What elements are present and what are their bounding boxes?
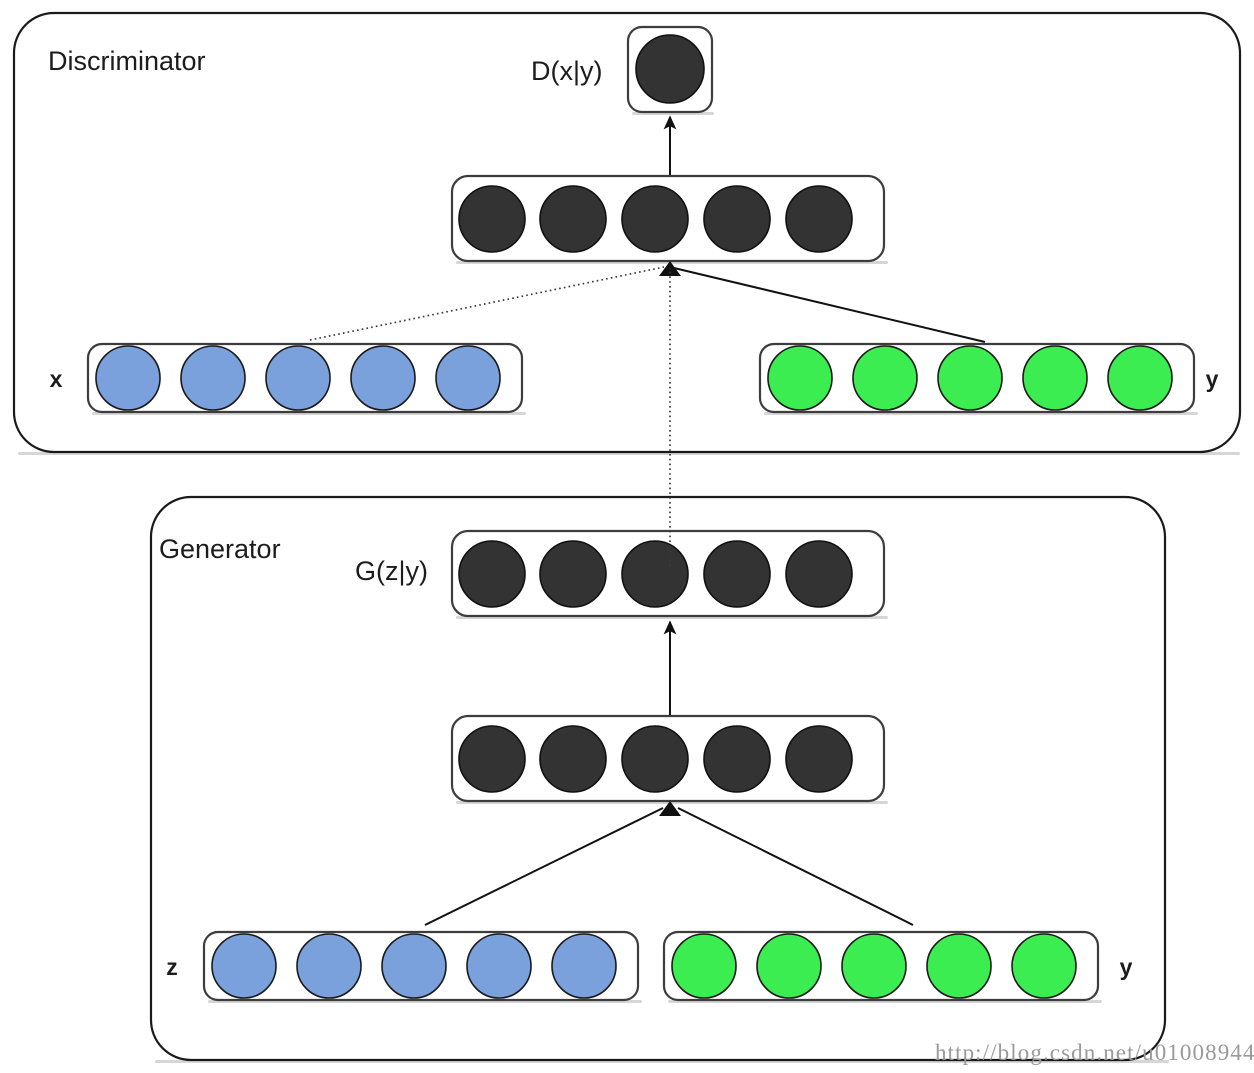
d-hidden-node	[785, 185, 853, 253]
g-output-node	[621, 540, 689, 608]
d-hidden-node	[539, 185, 607, 253]
discriminator-output-label: D(x|y)	[531, 56, 603, 86]
g-hidden-node	[539, 725, 607, 793]
g-input-y-node	[756, 933, 822, 999]
edge-z-to-g-hidden	[424, 807, 664, 926]
d-input-y-node	[852, 345, 918, 411]
g-input-y-label: y	[1120, 954, 1133, 980]
d-input-y-label: y	[1206, 366, 1219, 392]
edge-gy-to-g-hidden	[677, 807, 914, 926]
g-input-z-node	[211, 933, 277, 999]
discriminator-title: Discriminator	[48, 46, 206, 76]
g-output-node	[703, 540, 771, 608]
g-input-z-label: z	[166, 954, 178, 980]
generator-title: Generator	[159, 534, 281, 564]
d-output-node	[635, 34, 705, 104]
d-hidden-nodes	[458, 185, 853, 253]
d-input-x-node	[180, 345, 246, 411]
g-input-z-node	[551, 933, 617, 999]
d-input-x-node	[95, 345, 161, 411]
g-input-z-node	[381, 933, 447, 999]
d-input-y-node	[1107, 345, 1173, 411]
generator-output-label: G(z|y)	[355, 556, 428, 586]
g-input-z-node	[466, 933, 532, 999]
g-input-y-node	[1011, 933, 1077, 999]
generator-group: Generator G(z|y)	[149, 495, 1169, 1063]
d-hidden-node	[458, 185, 526, 253]
g-hidden-node	[458, 725, 526, 793]
d-input-y-node	[937, 345, 1003, 411]
g-output-node	[458, 540, 526, 608]
d-input-y-nodes	[767, 345, 1173, 411]
d-input-x-node	[435, 345, 501, 411]
g-output-node	[785, 540, 853, 608]
d-hidden-input-arrowhead	[659, 261, 681, 276]
g-input-z-node	[296, 933, 362, 999]
g-output-nodes	[458, 540, 853, 608]
g-input-y-nodes	[671, 933, 1077, 999]
g-hidden-node	[621, 725, 689, 793]
g-hidden-input-arrowhead	[659, 801, 681, 816]
g-input-y-node	[671, 933, 737, 999]
g-hidden-node	[785, 725, 853, 793]
d-input-x-label: x	[50, 366, 63, 392]
g-input-z-nodes	[211, 933, 617, 999]
d-hidden-node	[621, 185, 689, 253]
d-hidden-node	[703, 185, 771, 253]
edge-y-to-d-hidden	[673, 267, 986, 343]
watermark-text: http://blog.csdn.net/u010089444	[935, 1040, 1254, 1065]
g-input-y-node	[841, 933, 907, 999]
d-input-x-node	[350, 345, 416, 411]
discriminator-group: Discriminator D(x|y) x	[12, 11, 1242, 455]
g-hidden-node	[703, 725, 771, 793]
d-input-x-node	[265, 345, 331, 411]
d-input-y-node	[767, 345, 833, 411]
g-input-y-node	[926, 933, 992, 999]
d-input-y-node	[1022, 345, 1088, 411]
g-output-node	[539, 540, 607, 608]
g-hidden-nodes	[458, 725, 853, 793]
d-input-x-nodes	[95, 345, 501, 411]
